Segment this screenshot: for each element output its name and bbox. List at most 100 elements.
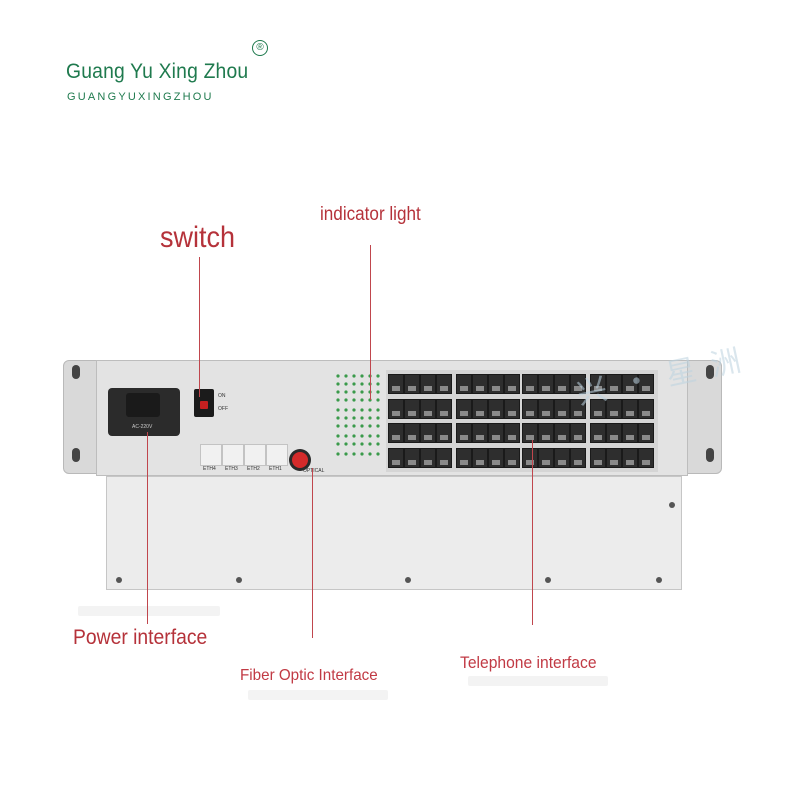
eth-label: ETH1 (269, 466, 282, 472)
rj11-jack-icon[interactable] (590, 448, 606, 468)
rj11-jack-icon[interactable] (436, 399, 452, 419)
rj11-jack-icon[interactable] (420, 423, 436, 443)
rj11-jack-icon[interactable] (472, 399, 488, 419)
rj11-jack-icon[interactable] (404, 423, 420, 443)
fiber-leader-line (312, 468, 313, 638)
rj11-jack-icon[interactable] (638, 399, 654, 419)
rj11-jack-icon[interactable] (456, 374, 472, 394)
rj11-jack-icon[interactable] (488, 374, 504, 394)
reflection (248, 690, 388, 700)
rj11-jack-icon[interactable] (504, 399, 520, 419)
fiber-port-icon[interactable] (292, 452, 308, 468)
rack-hole (706, 365, 714, 379)
reflection (78, 606, 220, 616)
rj11-jack-icon[interactable] (622, 374, 638, 394)
rj11-jack-icon[interactable] (570, 448, 586, 468)
label-power-interface: Power interface (73, 626, 208, 649)
rj11-jack-icon[interactable] (522, 448, 538, 468)
rj11-jack-icon[interactable] (554, 374, 570, 394)
rj11-jack-icon[interactable] (570, 423, 586, 443)
rj11-jack-icon[interactable] (420, 399, 436, 419)
rj11-jack-icon[interactable] (606, 448, 622, 468)
rj11-jack-icon[interactable] (522, 399, 538, 419)
chassis-lower-cover (106, 476, 682, 590)
switch-indicator (200, 401, 208, 409)
brand-logo-name: Guang Yu Xing Zhou (66, 60, 249, 83)
rj11-jack-icon[interactable] (554, 399, 570, 419)
rj11-jack-icon[interactable] (504, 423, 520, 443)
rj11-jack-icon[interactable] (590, 399, 606, 419)
screw (236, 577, 242, 583)
rj11-jack-icon[interactable] (554, 448, 570, 468)
rj11-jack-icon[interactable] (554, 423, 570, 443)
rj11-jack-icon[interactable] (404, 399, 420, 419)
rj11-jack-icon[interactable] (638, 374, 654, 394)
power-leader-line (147, 432, 148, 624)
reflection (468, 676, 608, 686)
rj11-jack-icon[interactable] (638, 448, 654, 468)
rj11-jack-icon[interactable] (472, 448, 488, 468)
eth-port-1[interactable] (266, 444, 288, 466)
switch-on-label: ON (218, 393, 226, 399)
rj11-jack-icon[interactable] (622, 399, 638, 419)
rj11-jack-icon[interactable] (522, 374, 538, 394)
rj11-jack-icon[interactable] (388, 399, 404, 419)
rj11-jack-icon[interactable] (436, 423, 452, 443)
rj11-jack-icon[interactable] (570, 374, 586, 394)
rj11-jack-icon[interactable] (436, 374, 452, 394)
rj11-jack-icon[interactable] (456, 399, 472, 419)
screw (116, 577, 122, 583)
rj11-jack-icon[interactable] (622, 423, 638, 443)
rj11-jack-icon[interactable] (538, 374, 554, 394)
label-fiber-optic-interface: Fiber Optic Interface (240, 667, 378, 684)
indicator-leader-line (370, 245, 371, 400)
rack-hole (72, 365, 80, 379)
rj11-jack-icon[interactable] (606, 374, 622, 394)
rj11-jack-icon[interactable] (488, 448, 504, 468)
rj11-jack-icon[interactable] (570, 399, 586, 419)
rj11-jack-icon[interactable] (388, 448, 404, 468)
rj11-jack-icon[interactable] (538, 399, 554, 419)
rj11-jack-icon[interactable] (388, 423, 404, 443)
rj11-jack-icon[interactable] (522, 423, 538, 443)
rj11-jack-icon[interactable] (622, 448, 638, 468)
rj11-jack-icon[interactable] (504, 374, 520, 394)
label-telephone-interface: Telephone interface (460, 653, 597, 672)
iec-socket-inner (126, 393, 160, 417)
switch-off-label: OFF (218, 406, 228, 412)
rj11-jack-icon[interactable] (404, 374, 420, 394)
telephone-leader-line (532, 440, 533, 625)
rj11-jack-icon[interactable] (436, 448, 452, 468)
rj11-jack-icon[interactable] (488, 399, 504, 419)
rj11-jack-icon[interactable] (404, 448, 420, 468)
rj11-jack-icon[interactable] (590, 374, 606, 394)
rj11-jack-icon[interactable] (590, 423, 606, 443)
brand-logo-subtitle: GUANGYUXINGZHOU (67, 91, 214, 103)
rj11-jack-icon[interactable] (488, 423, 504, 443)
rj11-jack-icon[interactable] (388, 374, 404, 394)
eth-port-3[interactable] (222, 444, 244, 466)
eth-port-2[interactable] (244, 444, 266, 466)
rj11-jack-icon[interactable] (538, 423, 554, 443)
rj11-jack-icon[interactable] (638, 423, 654, 443)
rj11-jack-icon[interactable] (420, 374, 436, 394)
rj11-jack-icon[interactable] (456, 423, 472, 443)
rj11-jack-icon[interactable] (472, 423, 488, 443)
rack-hole (706, 448, 714, 462)
eth-label: ETH4 (203, 466, 216, 472)
screw (545, 577, 551, 583)
label-indicator-light: indicator light (320, 204, 421, 225)
switch-leader-line (199, 257, 200, 397)
rj11-jack-icon[interactable] (504, 448, 520, 468)
rj11-jack-icon[interactable] (606, 423, 622, 443)
screw (405, 577, 411, 583)
rj11-jack-icon[interactable] (456, 448, 472, 468)
rj11-jack-icon[interactable] (606, 399, 622, 419)
rj11-jack-icon[interactable] (472, 374, 488, 394)
eth-label: ETH3 (225, 466, 238, 472)
registered-mark: ® (252, 40, 268, 56)
eth-port-4[interactable] (200, 444, 222, 466)
rj11-jack-icon[interactable] (420, 448, 436, 468)
rj11-jack-icon[interactable] (538, 448, 554, 468)
label-switch: switch (160, 221, 236, 254)
